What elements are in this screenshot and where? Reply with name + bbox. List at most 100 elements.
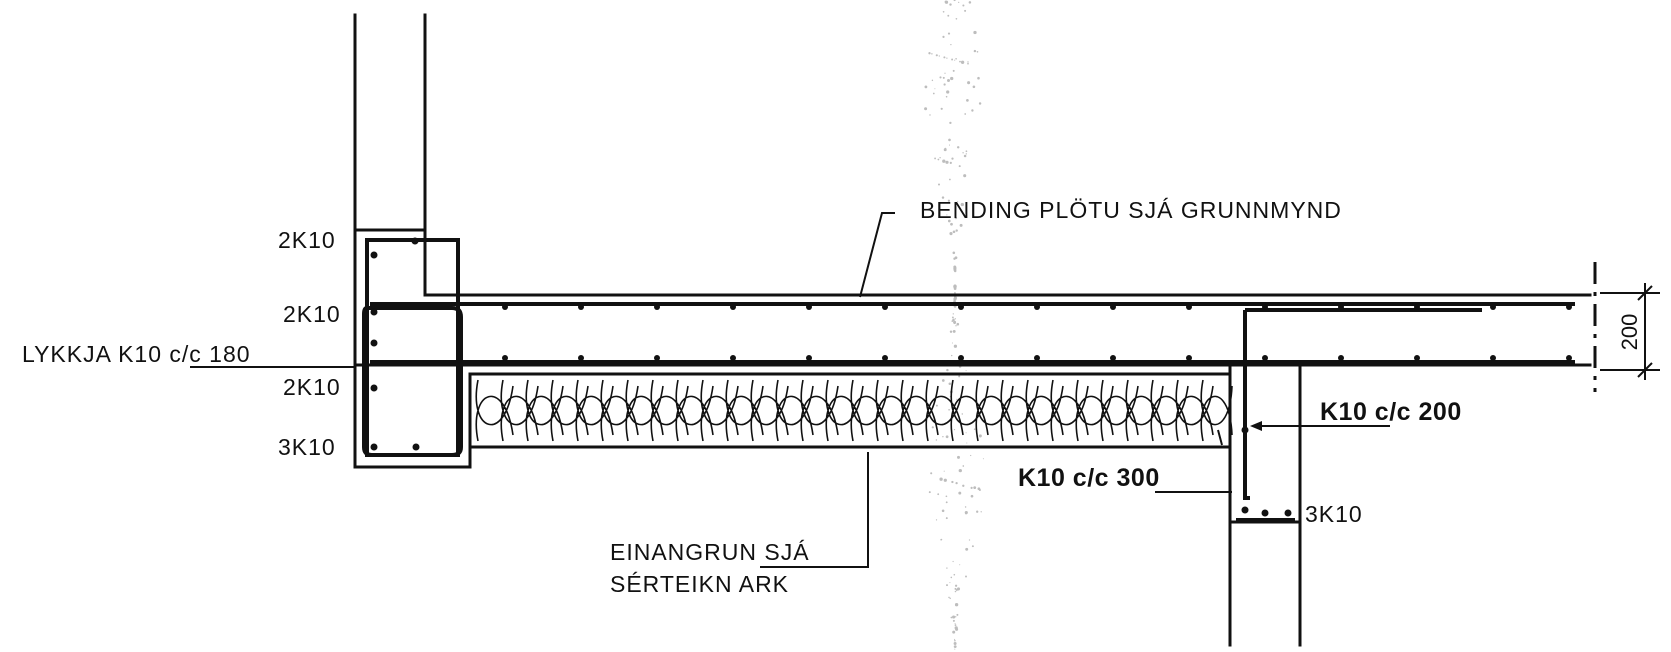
scan-speck	[950, 222, 953, 226]
scan-speck	[968, 1, 972, 4]
scan-speck	[935, 519, 938, 521]
scan-speck	[935, 54, 938, 57]
scan-speck	[951, 157, 954, 160]
scan-speck	[973, 30, 977, 35]
scan-speck	[931, 79, 934, 82]
scan-speck	[950, 616, 953, 619]
rebar-dot	[958, 304, 964, 310]
beam-bottom-bars-label: 3K10	[278, 434, 336, 460]
rebar-dot	[1034, 355, 1040, 361]
rebar-dot	[1490, 355, 1496, 361]
scan-speck	[943, 83, 946, 86]
scan-speck	[924, 107, 928, 111]
scan-speck	[951, 342, 953, 344]
scan-speck	[965, 370, 967, 372]
rebar-dot	[730, 355, 736, 361]
scan-speck	[941, 379, 945, 382]
scan-speck	[937, 158, 940, 161]
scan-speck	[963, 154, 967, 158]
scan-speck	[934, 88, 936, 90]
scan-speck	[964, 506, 967, 508]
rebar-dot	[1186, 304, 1192, 310]
rebar-dot	[1110, 355, 1116, 361]
scan-speck	[980, 511, 982, 513]
scan-speck	[949, 178, 951, 181]
lower-wall	[1217, 310, 1302, 647]
scan-speck	[949, 121, 952, 125]
stirrup-300-label: K10 c/c 300	[1018, 464, 1160, 492]
scan-speck	[959, 223, 963, 227]
scan-speck	[954, 587, 957, 590]
scan-speck	[928, 491, 931, 494]
scan-speck	[965, 150, 968, 153]
footing-bars-label: 3K10	[1305, 501, 1363, 527]
scan-speck	[942, 159, 946, 163]
scan-speck	[934, 157, 937, 160]
scan-speck	[942, 436, 944, 438]
scan-speck	[940, 107, 943, 110]
scan-speck	[939, 477, 943, 481]
scan-speck	[955, 481, 958, 485]
scan-speck	[961, 413, 964, 415]
scan-speck	[953, 267, 957, 271]
scan-speck	[947, 219, 951, 223]
rebar-dot	[882, 355, 888, 361]
scan-speck	[948, 596, 950, 599]
edge-beam-stirrups	[362, 237, 463, 457]
scan-speck	[954, 584, 958, 587]
scan-speck	[943, 470, 945, 472]
rebar-dot	[1414, 355, 1420, 361]
leader-lines	[190, 212, 1390, 568]
scan-speck	[924, 85, 928, 89]
scan-speck	[944, 0, 949, 4]
scan-speck	[948, 138, 951, 142]
scan-speck	[963, 174, 967, 178]
rebar-dot	[1338, 355, 1344, 361]
rebar-dot	[1490, 304, 1496, 310]
rebar-dot	[1262, 355, 1268, 361]
scan-speck	[956, 587, 961, 591]
scan-speck	[957, 200, 959, 202]
scan-speck	[944, 147, 947, 150]
rebar-dot	[654, 355, 660, 361]
dimension-200: 200	[1600, 283, 1660, 380]
rebar-dot	[882, 304, 888, 310]
scan-speck	[954, 59, 956, 61]
scan-speck	[952, 230, 956, 234]
scan-speck	[949, 161, 952, 165]
scan-speck	[964, 113, 967, 115]
scan-speck	[949, 232, 953, 236]
scan-speck	[971, 109, 974, 112]
scan-speck	[958, 375, 961, 378]
rebar-dot	[1186, 355, 1192, 361]
scan-speck	[955, 17, 958, 20]
scan-speck	[954, 216, 958, 220]
scan-speck	[970, 494, 974, 498]
scan-speck	[954, 318, 956, 320]
rebar-dot	[1566, 304, 1572, 310]
scan-speck	[956, 398, 958, 400]
scan-speck	[964, 511, 968, 515]
scan-speck	[947, 79, 950, 82]
scan-speck	[967, 81, 971, 85]
scan-speck	[955, 628, 958, 631]
scan-speck	[946, 57, 948, 59]
scan-speck	[952, 560, 954, 563]
scan-speck	[966, 442, 968, 444]
rebar-dot	[1110, 304, 1116, 310]
scan-speck	[935, 404, 938, 407]
rebar-dot	[502, 304, 508, 310]
scan-speck	[953, 428, 956, 431]
scan-speck	[953, 0, 956, 2]
scan-speck	[948, 408, 950, 411]
scan-speck	[952, 615, 956, 619]
scan-speck	[946, 567, 948, 569]
rebar-dot	[1566, 355, 1572, 361]
insulation-note-line2: SÉRTEIKN ARK	[610, 571, 789, 597]
top-slab-bars-label: 2K10	[283, 301, 341, 327]
scan-speck	[945, 501, 948, 504]
scan-speck	[950, 576, 953, 579]
scan-speck	[954, 638, 956, 640]
scan-speck	[949, 582, 951, 584]
